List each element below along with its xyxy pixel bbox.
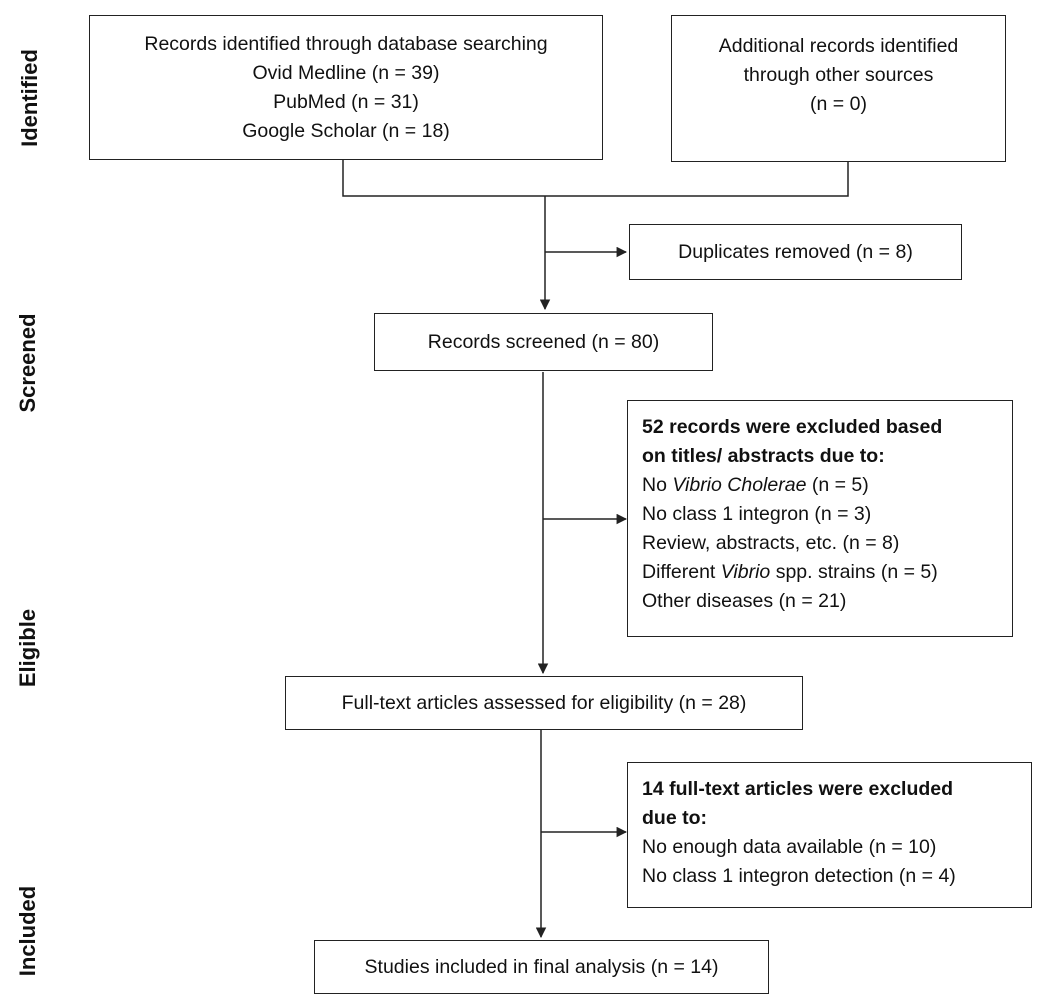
exclusion-reason: No Vibrio Cholerae (n = 5) [642,474,869,496]
exclusion-reason: Different Vibrio spp. strains (n = 5) [642,561,938,583]
source-google-scholar: Google Scholar (n = 18) [242,119,450,142]
eligibility-text: Full-text articles assessed for eligibil… [341,691,747,714]
exclusion-reason: Review, abstracts, etc. (n = 8) [642,532,900,554]
exclusion-reason: No class 1 integron detection (n = 4) [642,865,956,887]
fulltext-exclusions-box: 14 full-text articles were excluded due … [627,762,1032,908]
database-search-box: Records identified through database sear… [89,15,603,160]
fulltext-exclusions-heading-line2: due to: [642,807,707,829]
other-sources-count: (n = 0) [810,93,867,115]
screening-exclusions-box: 52 records were excluded based on titles… [627,400,1013,637]
other-sources-line2: through other sources [743,64,934,86]
database-search-heading: Records identified through database sear… [144,32,548,55]
records-screened-text: Records screened (n = 80) [427,330,660,353]
fulltext-exclusions-heading-line1: 14 full-text articles were excluded [642,778,954,800]
other-sources-box: Additional records identified through ot… [671,15,1006,162]
exclusion-reason: Other diseases (n = 21) [642,590,847,612]
source-ovid-medline: Ovid Medline (n = 39) [252,61,440,84]
merge-connector [342,160,849,197]
records-screened-box: Records screened (n = 80) [374,313,713,371]
exclusion-reason: No enough data available (n = 10) [642,836,937,858]
included-studies-box: Studies included in final analysis (n = … [314,940,769,994]
duplicates-removed-text: Duplicates removed (n = 8) [678,240,913,263]
included-studies-text: Studies included in final analysis (n = … [364,955,719,978]
screening-exclusions-heading-line2: on titles/ abstracts due to: [642,445,885,467]
exclusion-reason: No class 1 integron (n = 3) [642,503,872,525]
other-sources-line1: Additional records identified [718,35,959,57]
source-pubmed: PubMed (n = 31) [273,90,419,113]
eligibility-box: Full-text articles assessed for eligibil… [285,676,803,730]
screening-exclusions-heading-line1: 52 records were excluded based [642,416,943,438]
duplicates-removed-box: Duplicates removed (n = 8) [629,224,962,280]
